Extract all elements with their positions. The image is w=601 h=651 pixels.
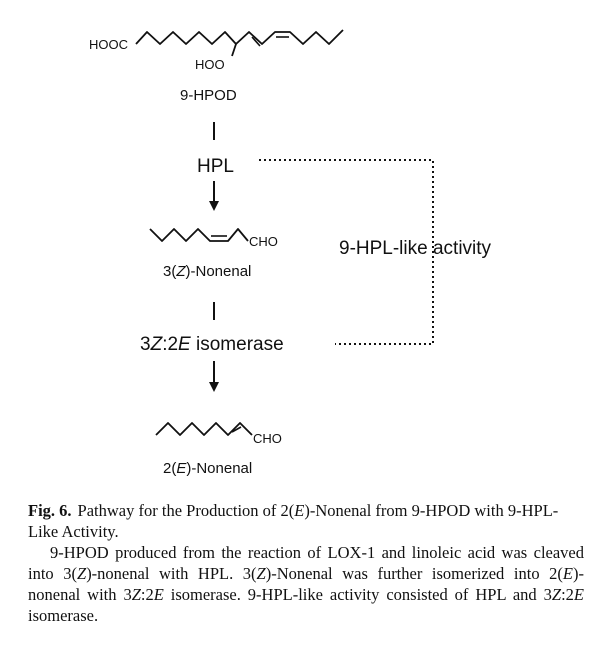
- hpod-structure: HOOC HOO 9-HPOD: [89, 29, 344, 104]
- pathway-scheme: HOOC HOO 9-HPOD HPL CHO 3(Z)-Nonenal 3Z:…: [89, 29, 492, 477]
- activity-bracket: [259, 159, 434, 345]
- hpl-like-activity-label: 9-HPL-like activity: [339, 238, 492, 259]
- nonenal-3z-cho-label: CHO: [249, 234, 278, 249]
- hpod-double-bond-1: [251, 36, 261, 47]
- hydroperoxy-bond: [231, 43, 237, 57]
- nonenal-3z-structure: CHO 3(Z)-Nonenal: [149, 228, 278, 280]
- caption-body: 9-HPOD produced from the reaction of LOX…: [28, 543, 584, 625]
- nonenal-2e-chain: [155, 422, 253, 436]
- nonenal-2e-structure: CHO 2(E)-Nonenal: [155, 422, 282, 477]
- caption-label: Fig. 6.: [28, 501, 72, 520]
- caption-title: Fig. 6.Pathway for the Production of 2(E…: [28, 501, 559, 541]
- hpod-name: 9-HPOD: [180, 87, 237, 104]
- nonenal-2e-double-bond: [231, 426, 242, 433]
- nonenal-3z-name: 3(Z)-Nonenal: [163, 263, 251, 280]
- isomerase-enzyme-label: 3Z:2E isomerase: [140, 334, 284, 355]
- cooh-group-label: HOOC: [89, 37, 128, 52]
- nonenal-2e-cho-label: CHO: [253, 431, 282, 446]
- nonenal-3z-chain: [149, 228, 249, 242]
- hpod-carbon-chain: [135, 29, 344, 45]
- hpl-enzyme-label: HPL: [197, 156, 234, 177]
- nonenal-2e-name: 2(E)-Nonenal: [163, 460, 252, 477]
- figure-caption: Fig. 6.Pathway for the Production of 2(E…: [28, 500, 584, 626]
- hoo-group-label: HOO: [195, 57, 225, 72]
